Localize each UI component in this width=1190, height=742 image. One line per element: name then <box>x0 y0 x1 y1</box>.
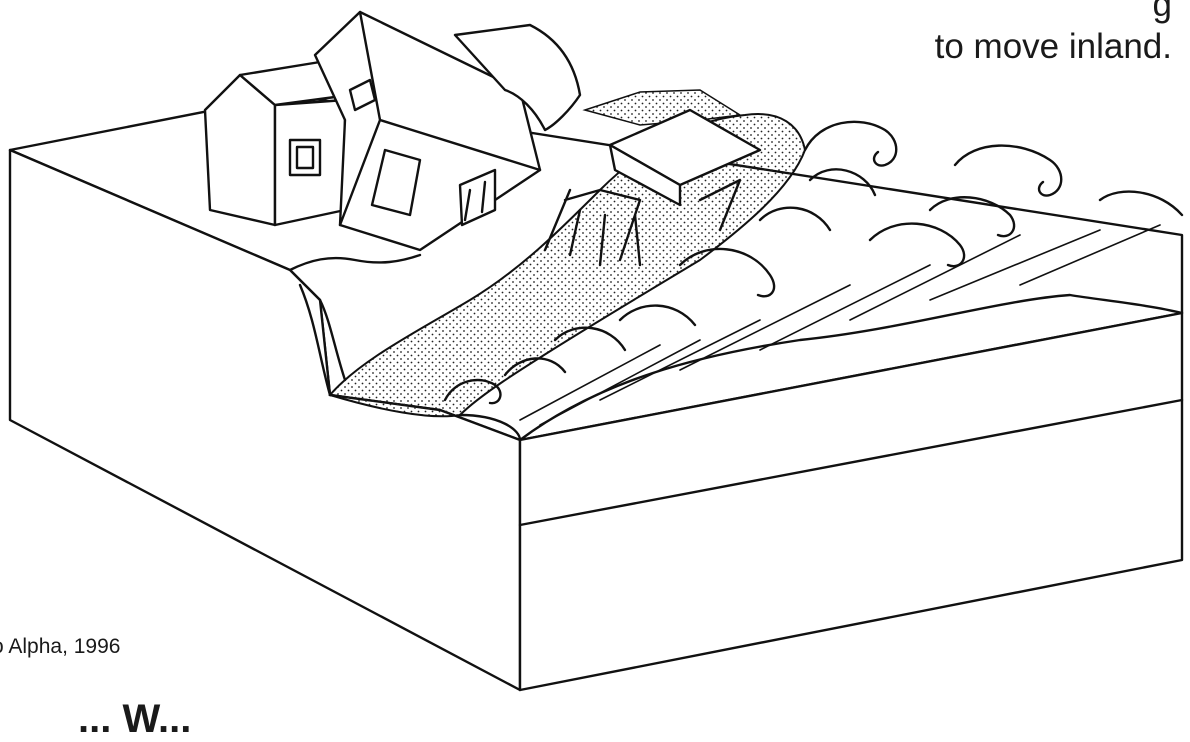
caption-line-2: to move inland. <box>935 26 1172 68</box>
caption-line-1: g <box>935 0 1172 26</box>
diagram-canvas <box>0 0 1190 715</box>
cut-off-heading: ... W... <box>78 697 191 742</box>
caption-text: g to move inland. <box>935 0 1172 68</box>
source-credit: o Alpha, 1996 <box>0 635 120 659</box>
tsunami-block-diagram <box>0 0 1190 715</box>
